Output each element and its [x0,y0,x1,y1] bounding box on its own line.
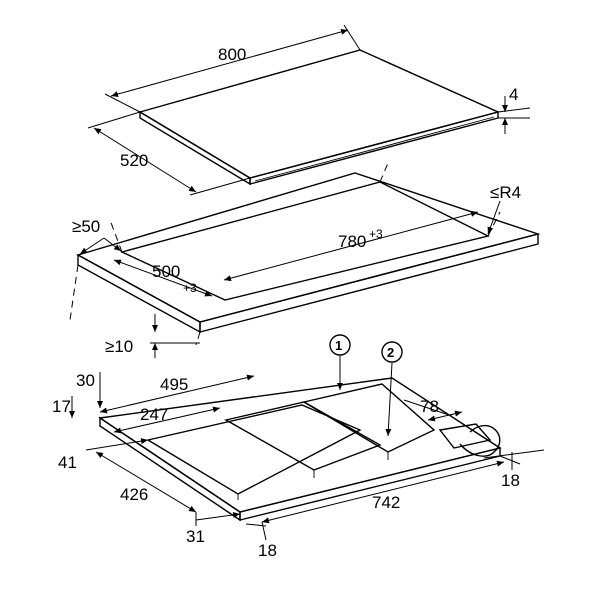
dim-18-bottom: 18 [245,521,277,560]
dim-78: 78 [403,397,463,422]
dim-cutout-width: 780 +3 [223,210,479,282]
svg-text:78: 78 [420,397,439,416]
dim-front-clearance: ≥50 [72,217,122,255]
svg-text:2: 2 [387,345,394,360]
dim-18-right: 18 [483,449,545,490]
dim-495: 495 [99,374,255,414]
svg-text:495: 495 [160,375,188,394]
worktop-cutout-frame [69,162,541,346]
dim-520-label: 520 [120,151,148,170]
dim-4-label: 4 [509,85,518,104]
svg-text:18: 18 [501,471,520,490]
dim-41: 41 [58,438,149,472]
power-cable [459,424,501,457]
callout-2: 2 [381,341,403,437]
dim-corner-radius-label: ≤R4 [490,183,521,202]
dim-cutout-depth-tolerance: +3 [183,281,197,295]
dim-4: 4 [497,85,531,134]
dim-front-clearance-label: ≥50 [72,217,100,236]
dim-cutout-width-label: 780 [338,232,366,251]
dim-742: 742 [261,455,521,524]
module-3 [302,383,436,453]
svg-text:17: 17 [52,397,71,416]
svg-text:426: 426 [120,485,148,504]
dim-800: 800 [104,24,361,113]
svg-text:1: 1 [335,338,342,353]
dim-426: 426 [95,451,197,513]
panel-top-face [138,49,501,179]
hob-unit [98,377,502,522]
svg-text:31: 31 [186,527,205,546]
svg-text:41: 41 [58,453,77,472]
dim-corner-radius: ≤R4 [487,183,521,235]
dim-below-clearance-label: ≥10 [105,337,133,356]
svg-text:247: 247 [140,405,168,424]
module-2 [224,401,382,471]
dim-800-label: 800 [218,45,246,64]
dim-cutout-depth-label: 500 [152,262,180,281]
dim-30: 30 [76,371,103,408]
dim-520: 520 [87,111,251,196]
dim-31: 31 [186,511,241,546]
dim-247: 247 [113,405,221,434]
svg-text:18: 18 [258,541,277,560]
panel-left-edge [139,110,251,186]
dim-cutout-depth: 500 +3 [113,259,213,297]
dim-below-clearance: ≥10 [105,314,200,358]
svg-text:30: 30 [76,371,95,390]
svg-text:742: 742 [372,493,400,512]
module-1 [146,404,362,495]
top-glass-panel [138,49,501,186]
callout-1: 1 [329,334,351,390]
dim-17: 17 [52,396,75,418]
dim-cutout-width-tolerance: +3 [369,227,383,241]
panel-front-edge [249,111,499,185]
control-box [438,423,492,449]
